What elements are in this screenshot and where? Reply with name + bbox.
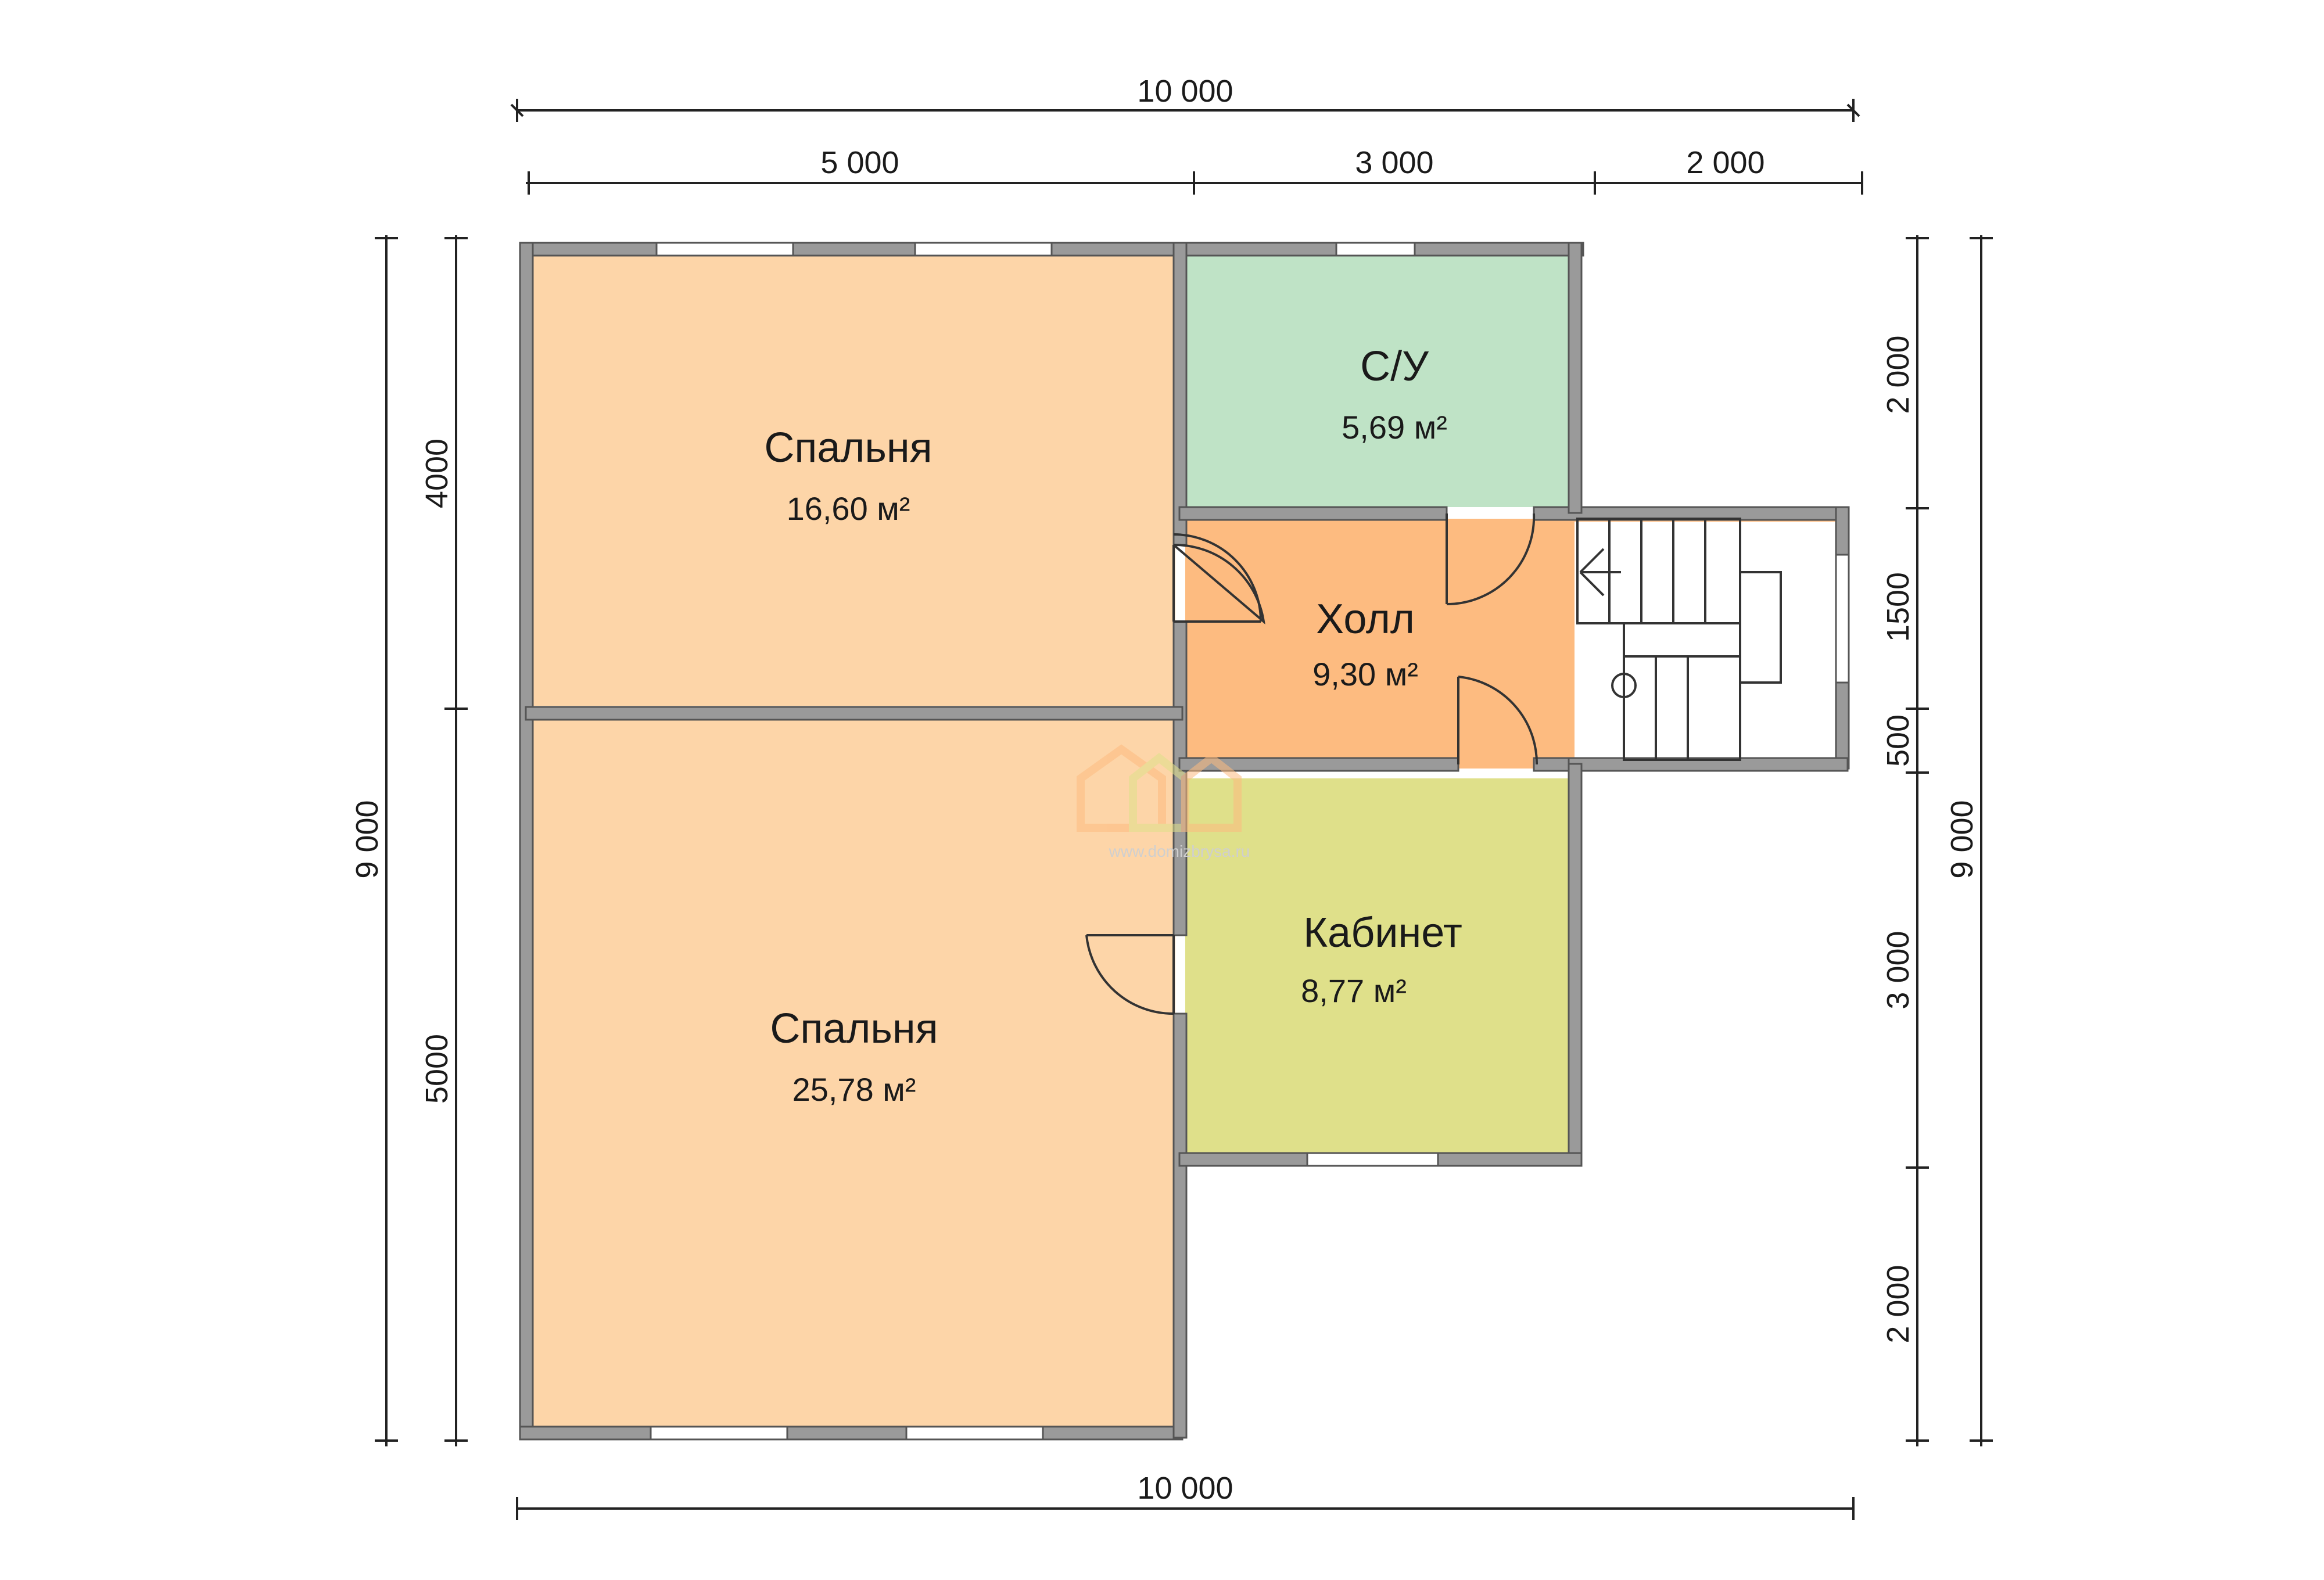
- bedroom-bottom-area: 25,78 м²: [792, 1071, 916, 1108]
- dim-top-total: 10 000: [1137, 74, 1233, 109]
- bedroom-bottom-name: Спальня: [770, 1006, 938, 1052]
- dim-top-right: 2 000: [1686, 145, 1764, 180]
- dim-right-1: 2 000: [1881, 335, 1916, 414]
- hall-name: Холл: [1316, 596, 1415, 642]
- staircase: [1576, 518, 1782, 761]
- bedroom-bottom-fill: [532, 719, 1175, 1426]
- hall-fill: [1185, 519, 1569, 769]
- dim-bottom-total: 10 000: [1137, 1471, 1233, 1506]
- doors: [1085, 513, 1538, 1015]
- bathroom-fill: [1185, 254, 1569, 507]
- bedroom-top-area: 16,60 м²: [787, 490, 910, 527]
- bedroom-top-name: Спальня: [764, 425, 932, 471]
- study-name: Кабинет: [1303, 910, 1462, 956]
- watermark-text: www.domizbrysa.ru: [1109, 842, 1250, 860]
- hall-area: 9,30 м²: [1312, 656, 1418, 692]
- study-fill: [1185, 778, 1569, 1159]
- bathroom-name: С/У: [1360, 343, 1429, 390]
- dim-top-left: 5 000: [820, 145, 899, 180]
- dim-right-2: 1500: [1881, 572, 1916, 642]
- dim-right-5: 2 000: [1881, 1265, 1916, 1343]
- study-area: 8,77 м²: [1301, 972, 1407, 1009]
- dim-top-mid: 3 000: [1355, 145, 1433, 180]
- bedroom-top-fill: [532, 254, 1175, 706]
- dim-left-upper: 4000: [419, 439, 454, 508]
- dim-left-total: 9 000: [350, 800, 385, 878]
- bathroom-area: 5,69 м²: [1342, 409, 1447, 446]
- dim-right-4: 3 000: [1881, 931, 1916, 1009]
- dim-right-3: 500: [1881, 714, 1916, 767]
- windows: [650, 242, 1850, 1441]
- dimension-lines: [375, 99, 1993, 1520]
- watermark-logo: [1077, 744, 1242, 832]
- dim-left-lower: 5000: [419, 1034, 454, 1104]
- dim-right-total: 9 000: [1945, 800, 1979, 878]
